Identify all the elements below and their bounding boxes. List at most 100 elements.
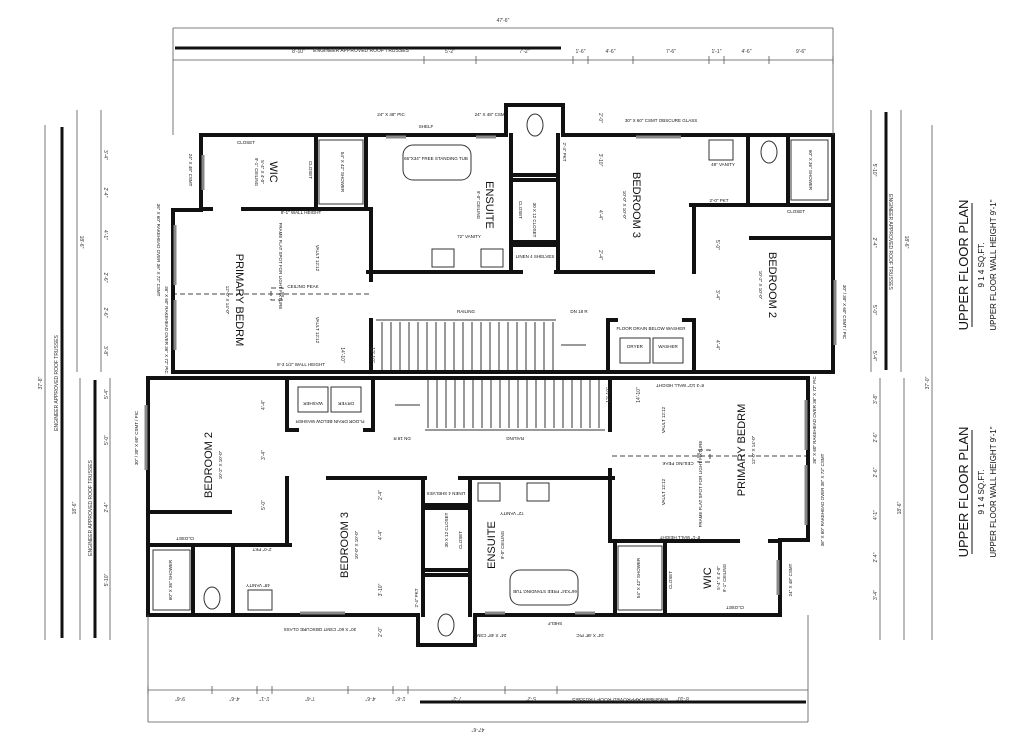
sink-icon <box>480 248 504 268</box>
title-block-a: UPPER FLOOR PLAN 9 1 4 SQ.FT. UPPER FLOO… <box>956 199 998 330</box>
room-size-bedroom-2: 10'-2" X 10'-0" <box>218 450 223 479</box>
dimension-label: 1'-6" <box>576 49 586 55</box>
dimension-label: 3'-4" <box>261 450 267 460</box>
dimension-label: 5'-0" <box>714 240 720 250</box>
dimension-label: 4'-4" <box>378 530 384 540</box>
dimension-label: 7'-2" <box>520 49 530 55</box>
dimension-label: 4'-1" <box>873 510 879 520</box>
dimension-label: 5'-4" <box>104 389 110 399</box>
dimension-label: 9'-6" <box>796 49 806 55</box>
dimension-label: 2'-6" <box>873 467 879 477</box>
sink-icon <box>708 139 734 161</box>
dimension-label: 14'-10" <box>339 347 345 363</box>
room-name-wic: WIC <box>702 567 714 588</box>
dimension-label: 3'-4" <box>714 290 720 300</box>
dimension-label: 5'-0" <box>104 435 110 445</box>
plan-area: 9 1 4 SQ.FT. <box>977 470 986 515</box>
ensuite-ceiling: 9'-0" CEILING <box>500 530 505 559</box>
overall-depth-right: 37'-0" <box>925 376 931 389</box>
window-label: 36" X 60" RAKEHEAD OVER 36" X 72" PIC <box>164 286 169 374</box>
dimension-label: 2'-4" <box>378 490 384 500</box>
closet-label: CLOSET <box>308 161 313 179</box>
dimension-label: 2'-4" <box>597 250 603 260</box>
dimension-label: 3'-8" <box>102 346 108 356</box>
pocket-door-label: 2'-4" PKT <box>414 588 419 607</box>
upper-unit-plan-a: BEDROOM 210'-2" X 10'-0"BEDROOM 310'-0" … <box>76 18 909 374</box>
room-name-wic: WIC <box>267 161 279 182</box>
room-name-primary-bedroom: PRIMARY BEDRM <box>233 254 245 347</box>
closet-label: CLOSET <box>726 605 744 610</box>
dimension-label: 1'-1" <box>259 695 269 701</box>
plan-area: 9 1 4 SQ.FT. <box>977 243 986 288</box>
dimension-label: 5'-10" <box>104 573 110 586</box>
dryer-label: DRYER <box>627 344 643 349</box>
plan-wall-height: UPPER FLOOR WALL HEIGHT 9'-1" <box>989 199 998 330</box>
dimension-label: 3'-4" <box>873 590 879 600</box>
dimension-label: 2'-6" <box>102 273 108 283</box>
dimension-label: 18'-6" <box>78 236 84 249</box>
window-label: 36" X 60" RAKEHEAD OVER 36" X 72" CSMT <box>156 204 161 297</box>
room-name-bedroom-2: BEDROOM 2 <box>203 432 215 498</box>
closet-size-label: 30 X 12 CLOSET <box>444 512 449 547</box>
dimension-label: 2'-4" <box>104 502 110 512</box>
room-size-bedroom-2: 10'-2" X 10'-0" <box>758 271 763 300</box>
window-label-left: 30" / 30" X 60" CSMT / PIC <box>842 285 847 340</box>
shower-label: 54" X 42" SHOWER <box>340 152 345 193</box>
dimension-label: 18'-6" <box>72 501 78 514</box>
truss-note: ENGINEER APPROVED ROOF TRUSSES <box>571 696 667 702</box>
tub-label: 66"X34" FREE STANDING TUB <box>404 156 468 161</box>
room-size-bedroom-3: 10'-0" X 10'-0" <box>354 530 359 559</box>
pocket-door-label: 2'-0" PKT <box>252 547 271 552</box>
floor-drain-label: FLOOR DRAIN BELOW WASHER <box>295 419 365 424</box>
pocket-door-label: 2'-4" PKT <box>562 143 567 162</box>
closet-label: CLOSET <box>518 201 523 219</box>
window-label: 24" X 48" PIC <box>576 633 604 638</box>
dimension-label: 1'-6" <box>395 695 405 701</box>
dimension-label: 12'-10" <box>369 347 375 363</box>
dryer-label: DRYER <box>337 401 353 406</box>
room-name-primary-bedroom: PRIMARY BEDRM <box>736 404 748 497</box>
dimension-label: 8'-10" <box>676 695 689 701</box>
overall-width: 47'-6" <box>471 726 484 732</box>
window-label: 24" X 48" CSMT <box>473 633 506 638</box>
washer-icon <box>652 337 684 364</box>
window-label: 36" X 60" RAKEHEAD OVER 36" X 72" PIC <box>812 376 817 464</box>
ceiling-peak-label: CEILING PEAK <box>287 284 318 289</box>
truss-note: ENGINEER APPROVED ROOF TRUSSES <box>887 194 893 290</box>
bathtub-icon <box>509 569 579 606</box>
vault-label: VAULT 12:12 <box>661 478 666 505</box>
toilet-icon <box>526 113 544 137</box>
shower-icon <box>790 139 829 201</box>
vanity-label: 48" VANITY <box>711 162 735 167</box>
dimension-label: 2'-0" <box>378 627 384 637</box>
closet-label: CLOSET <box>176 536 194 541</box>
wall-height-label: 8'-1" WALL HEIGHT <box>281 210 322 215</box>
closet-label: CLOSET <box>458 531 463 549</box>
dimension-label: 7'-6" <box>305 695 315 701</box>
truss-note-left: ENGINEER APPROVED ROOF TRUSSES <box>54 334 60 430</box>
vanity-label: 48" VANITY <box>246 583 270 588</box>
pocket-door-label: 2'-0" PKT <box>710 198 729 203</box>
toilet-icon <box>203 586 221 610</box>
dimension-label: 9'-6" <box>175 695 185 701</box>
wic-ceiling: 9'-1" CEILING <box>722 563 727 592</box>
plan-wall-height: UPPER FLOOR WALL HEIGHT 9'-1" <box>989 426 998 557</box>
vanity-label: 72" VANITY <box>457 234 481 239</box>
wic-size: 5'-4" X 4'-0" <box>260 160 265 184</box>
light-fixture-spot <box>697 449 711 463</box>
room-size-bedroom-3: 10'-0" X 10'-0" <box>622 191 627 220</box>
dimension-label: 4'-6" <box>742 49 752 55</box>
tub-label: 66"X34" FREE STANDING TUB <box>513 589 577 594</box>
dimension-label: 5'-10" <box>871 164 877 177</box>
railing-label: RAILING <box>457 309 476 314</box>
plan-title: UPPER FLOOR PLAN <box>956 200 971 331</box>
room-name-bedroom-3: BEDROOM 3 <box>630 172 642 238</box>
washer-label: WASHER <box>302 401 322 406</box>
sink-icon <box>431 248 455 268</box>
wall-height-label: 8'-1" WALL HEIGHT <box>660 535 701 540</box>
dimension-label: 12'-10" <box>606 387 612 403</box>
truss-note: ENGINEER APPROVED ROOF TRUSSES <box>88 459 94 555</box>
ensuite-ceiling: 9'-0" CEILING <box>476 191 481 220</box>
room-name-bedroom-3: BEDROOM 3 <box>339 512 351 578</box>
